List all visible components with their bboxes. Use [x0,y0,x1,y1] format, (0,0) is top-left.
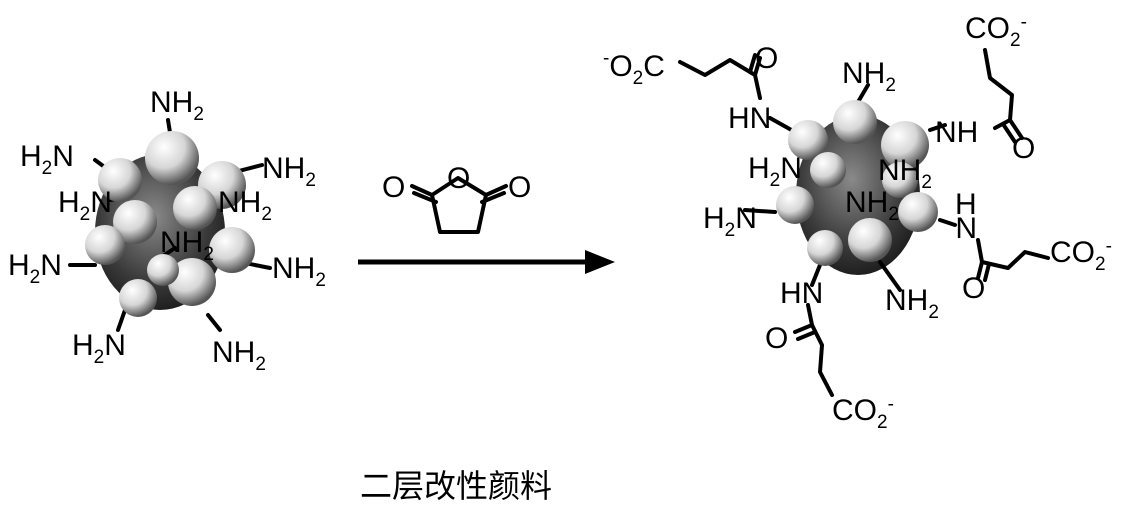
h2n-label: H2N [748,152,802,191]
nh2-label: NH2 [885,284,939,323]
amine-dendrimer-left: NH2 H2N NH2 H2N NH2 NH2 H2N NH2 H2N NH2 [8,86,326,375]
nh2-label: NH2 [878,154,932,193]
oxygen-label: O [1012,132,1035,165]
sphere [788,120,828,160]
h2n-label: H2N [8,249,62,288]
nh2-label: NH2 [218,186,272,225]
sphere [776,186,814,224]
hn-label: HN [780,277,823,310]
reaction-arrow [358,250,615,274]
sphere [209,227,255,273]
nh2-label: NH2 [272,252,326,291]
sphere [85,225,125,265]
nh2-label: NH2 [845,186,899,225]
sphere [898,192,938,232]
oxygen-label: O [447,162,470,195]
h2n-label: H2N [58,186,112,225]
sphere [881,121,929,169]
sphere [113,200,157,244]
nh2-label: NH2 [212,336,266,375]
caption: 二层改性颜料 [360,467,552,505]
oxygen-label: O [765,322,788,355]
sphere [168,258,216,306]
nh2-label: NH2 [842,57,896,96]
hn-label: HN [728,102,771,135]
sphere [810,152,846,188]
sphere [147,254,179,286]
nh2-label: NH2 [150,86,204,125]
sphere [145,131,199,185]
sphere [848,218,892,262]
oxygen-label: O [962,272,985,305]
carboxylate-label: CO2- [832,394,894,433]
succinic-anhydride: O O O [382,162,531,234]
nh2-label: NH2 [160,226,214,265]
nh2-label: NH2 [262,152,316,191]
oxygen-label: O [382,171,405,204]
oxygen-label: O [508,171,531,204]
sphere [119,279,157,317]
carboxylate-label: -O2C [603,48,665,89]
carboxylate-dendrimer-right: NH2 HN H2N NH2 NH2 H2N NH2 NH NH HN -O2C… [603,12,1112,433]
nh-label: NH [955,188,977,245]
nh-label: NH [935,116,978,149]
sphere [98,158,142,202]
sphere [173,186,217,230]
oxygen-label: O [755,42,778,75]
sphere [882,162,918,198]
h2n-label: H2N [20,140,74,179]
carboxylate-label: CO2- [965,12,1027,51]
h2n-label: H2N [703,202,757,241]
sphere [833,100,877,144]
carboxylate-label: CO2- [1050,236,1112,275]
sphere [807,230,843,266]
h2n-label: H2N [72,329,126,368]
